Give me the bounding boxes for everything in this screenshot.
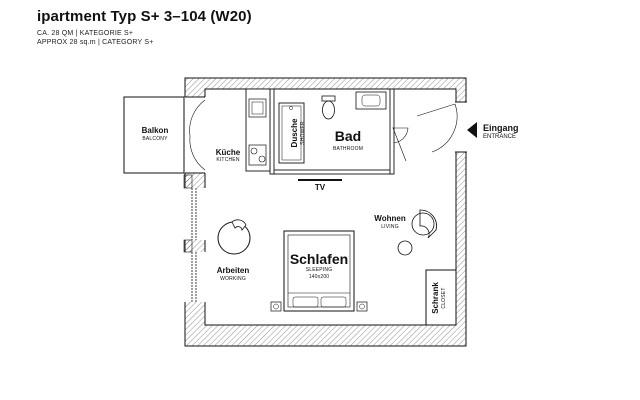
- nightstand-left: [270, 301, 282, 312]
- kitchen-sublabel: KITCHEN: [216, 157, 240, 163]
- area-category-de: CA. 28 QM | KATEGORIE S+: [37, 30, 134, 37]
- entrance-arrow-icon: [467, 122, 477, 138]
- working-label: Arbeiten: [217, 266, 250, 275]
- entrance-label: Eingang: [483, 123, 519, 133]
- entrance-sublabel: ENTRANCE: [483, 134, 516, 140]
- side-table: [397, 240, 413, 256]
- entrance-opening: [455, 102, 467, 152]
- bathroom-sublabel: BATHROOM: [333, 146, 363, 152]
- balcony-door-swing: [189, 99, 206, 137]
- toilet-bowl: [322, 100, 335, 120]
- desk-chair: [231, 219, 247, 231]
- bedroom-sublabel: SLEEPING: [306, 267, 333, 273]
- washbasin: [355, 91, 387, 110]
- bathroom-door-swing: [391, 127, 409, 144]
- bathroom-wall-bottom: [271, 169, 393, 175]
- balcony-area: [123, 96, 185, 174]
- kitchen-hob: [248, 144, 267, 166]
- entrance-door-swing: [416, 103, 458, 153]
- bedroom-label: Schlafen: [290, 251, 348, 267]
- pillow-right: [320, 296, 347, 308]
- armchair: [419, 209, 437, 239]
- bathroom-wall-left: [269, 88, 275, 175]
- balcony-sublabel: BALCONY: [142, 136, 168, 142]
- bed: [283, 230, 355, 312]
- living-sublabel: LIVING: [381, 224, 399, 230]
- closet-label: Schrank: [431, 282, 440, 314]
- window-left: [184, 188, 206, 240]
- balcony-door-opening: [184, 97, 206, 173]
- page-title: ipartment Typ S+ 3–104 (W20): [37, 8, 252, 25]
- balcony-label: Balkon: [142, 126, 169, 135]
- tv-label: TV: [315, 183, 326, 192]
- bed-size-label: 140x200: [309, 274, 330, 280]
- closet: [425, 269, 457, 326]
- kitchen-label: Küche: [216, 148, 241, 157]
- living-label: Wohnen: [374, 214, 406, 223]
- shower-sublabel: SHOWER: [300, 121, 306, 145]
- kitchen-counter: [245, 88, 271, 172]
- toilet-tank: [321, 95, 336, 102]
- nightstand-right: [356, 301, 368, 312]
- shower-drain: [289, 106, 293, 110]
- area-category-en: APPROX 28 sq.m | CATEGORY S+: [37, 39, 154, 46]
- closet-sublabel: CLOSET: [441, 287, 447, 308]
- shower-label: Dusche: [290, 118, 299, 147]
- pillow-left: [292, 296, 319, 308]
- kitchen-sink: [248, 98, 267, 118]
- bathroom-label: Bad: [335, 128, 361, 144]
- shower-tray: [278, 102, 305, 164]
- window-left-2: [184, 252, 206, 302]
- working-sublabel: WORKING: [220, 276, 246, 282]
